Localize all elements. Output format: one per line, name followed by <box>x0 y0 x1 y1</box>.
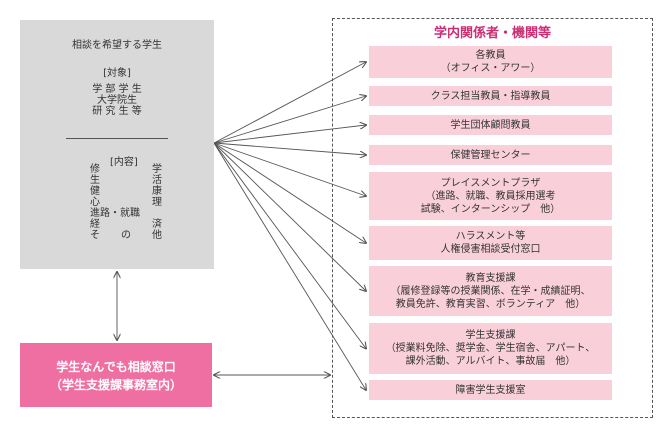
content-item-char: 他 <box>152 230 162 241</box>
student-box: 相談を希望する学生 [対象] 学 部 学 生 大学院生 研 究 生 等 [内容]… <box>20 20 214 269</box>
organization-box: 各教員 （オフィス・アワー） <box>369 46 612 78</box>
connector-arrow <box>213 142 366 349</box>
content-item: 心理 <box>90 197 162 208</box>
content-item-char: そ <box>90 230 100 241</box>
organization-box: 学生団体顧問教員 <box>369 115 612 135</box>
organization-box: 保健管理センター <box>369 145 612 165</box>
organization-label: （進路、就職、教員採用選考 <box>425 190 556 202</box>
content-item: 健康 <box>90 186 162 197</box>
content-item-char: 済 <box>152 219 162 230</box>
connector-arrow <box>213 142 366 155</box>
target-item: 学 部 学 生 <box>92 84 142 95</box>
connector-arrow <box>213 142 366 196</box>
organization-label: 学生団体顧問教員 <box>450 119 531 131</box>
organization-label: 各教員 <box>475 50 506 61</box>
organization-label: 課外活動、アルバイト、事故届 他） <box>405 356 576 367</box>
organization-label: 人権侵害相談受付窓口 <box>440 244 541 255</box>
content-item: その他 <box>90 230 162 241</box>
content-item: 経済 <box>90 219 162 230</box>
frame-title: 学内関係者・機関等 <box>433 26 551 41</box>
organization-box: クラス担当教員・指導教員 <box>369 86 612 106</box>
content-item-char: 活 <box>152 175 162 186</box>
connector-arrow <box>213 62 366 144</box>
organization-label: 保健管理センター <box>450 149 531 161</box>
content-item-char: 健 <box>90 186 100 197</box>
organization-box: 障害学生支援室 <box>369 380 612 400</box>
organization-label: （オフィス・アワー） <box>440 63 541 74</box>
organization-box: 教育支援課（履修登録等の授業関係、在学・成績証明、教員免許、教育実習、ボランティ… <box>369 266 612 316</box>
organization-label: （履修登録等の授業関係、在学・成績証明、 <box>390 285 591 297</box>
organization-label: プレイスメントプラザ <box>440 177 541 189</box>
connector-arrow <box>213 96 366 144</box>
content-item: 生活 <box>90 175 162 186</box>
consultation-desk-box: 学生なんでも相談窓口 （学生支援課事務室内） <box>20 343 212 407</box>
organization-box: 学生支援課 （授業料免除、奨学金、学生宿舎、アパート、課外活動、アルバイト、事故届… <box>369 323 612 374</box>
organization-label: 学生支援課 <box>465 330 516 341</box>
organization-box: プレイスメントプラザ（進路、就職、教員採用選考試験、インターンシップ 他） <box>369 172 612 220</box>
consultation-desk-name: 学生なんでも相談窓口 <box>56 360 176 374</box>
target-item: 研 究 生 等 <box>92 106 142 117</box>
organization-label: （授業料免除、奨学金、学生宿舎、アパート、 <box>385 343 596 354</box>
organization-box: ハラスメント等人権侵害相談受付窓口 <box>369 226 612 260</box>
content-header: [内容] <box>110 157 138 168</box>
student-box-title: 相談を希望する学生 <box>72 40 162 51</box>
content-item-char: 心 <box>90 197 100 208</box>
organization-label: ハラスメント等 <box>455 231 526 242</box>
content-item-char: 学 <box>152 164 162 175</box>
connector-arrow <box>213 125 366 144</box>
target-header: [対象] <box>103 68 131 79</box>
content-item-char: 理 <box>152 197 162 208</box>
connector-arrow <box>213 142 366 291</box>
content-item: 修学 <box>90 164 162 175</box>
connector-arrow <box>213 142 366 390</box>
organization-label: 教員免許、教育実習、ボランティア 他） <box>395 298 586 310</box>
organization-label: 試験、インターンシップ 他） <box>420 203 561 215</box>
organization-label: クラス担当教員・指導教員 <box>430 90 551 102</box>
content-item-text: 進路・就職 <box>90 208 140 219</box>
content-item-char: 経 <box>90 219 100 230</box>
content-item-char: 生 <box>90 175 100 186</box>
staff-institutions-frame <box>332 18 653 418</box>
content-item-char: 康 <box>152 186 162 197</box>
organization-label: 障害学生支援室 <box>455 384 526 396</box>
divider <box>66 138 168 139</box>
consultation-desk-location: （学生支援課事務室内） <box>49 378 182 392</box>
content-item-char: 修 <box>90 164 100 175</box>
organization-label: 教育支援課 <box>465 272 516 284</box>
content-item-char: の <box>121 230 131 241</box>
connector-arrow <box>213 142 366 243</box>
content-item: 進路・就職 <box>90 208 162 219</box>
target-item: 大学院生 <box>97 95 137 106</box>
